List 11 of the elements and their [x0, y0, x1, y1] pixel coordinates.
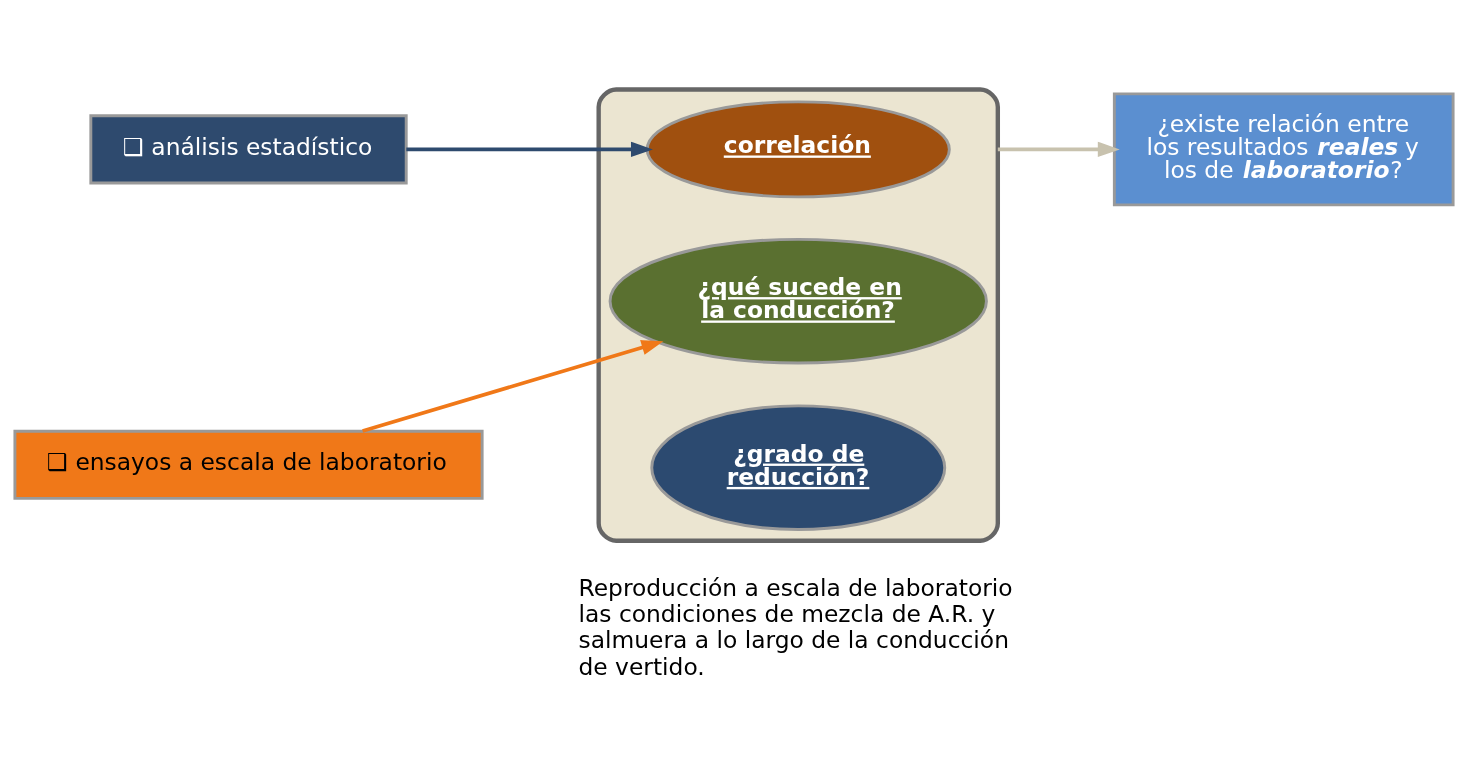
- arrow: [406, 141, 653, 157]
- node-ellipse: correlación: [645, 99, 951, 198]
- arrow: [997, 141, 1120, 157]
- node-ellipse: ¿grado de reducción?: [650, 403, 947, 531]
- node-box: ❑ análisis estadístico: [89, 113, 408, 184]
- label: Reproducción a escala de laboratorio las condiciones de mezcla de A.R. y salmuera a lo largo de la conducción de vertido.: [578, 573, 1013, 681]
- node-ellipse: ¿qué sucede en la conducción?: [608, 237, 988, 365]
- arrow: [362, 339, 664, 433]
- cluster: [596, 86, 1000, 543]
- node-box: ¿existe relación entre los resultados reales y los de laboratorio?: [1112, 91, 1455, 206]
- node-box: ❑ ensayos a escala de laboratorio: [13, 429, 484, 500]
